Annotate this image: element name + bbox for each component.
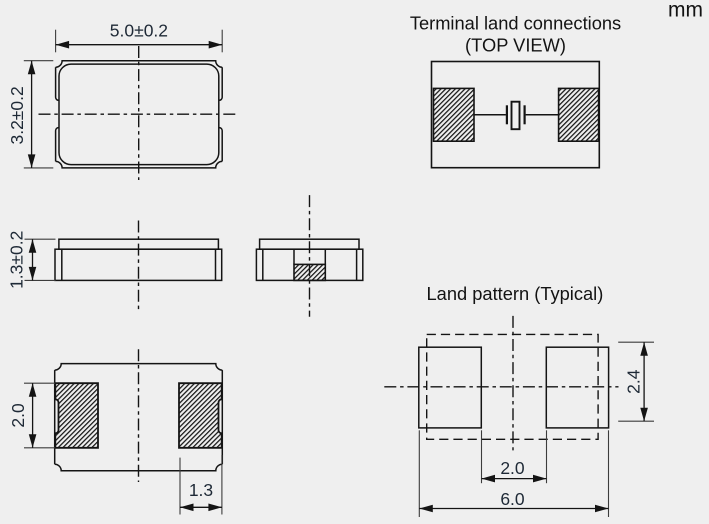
- svg-text:2.0: 2.0: [500, 458, 525, 478]
- svg-text:5.0±0.2: 5.0±0.2: [110, 21, 168, 41]
- svg-text:2.0: 2.0: [8, 403, 28, 428]
- svg-text:1.3: 1.3: [189, 480, 213, 500]
- svg-text:(TOP VIEW): (TOP VIEW): [465, 35, 566, 56]
- svg-text:mm: mm: [668, 0, 703, 22]
- svg-text:2.4: 2.4: [623, 369, 643, 394]
- svg-text:3.2±0.2: 3.2±0.2: [7, 86, 27, 144]
- svg-text:6.0: 6.0: [500, 489, 525, 509]
- svg-text:Terminal land connections: Terminal land connections: [410, 13, 621, 34]
- svg-text:1.3±0.2: 1.3±0.2: [7, 231, 27, 289]
- svg-text:Land pattern (Typical): Land pattern (Typical): [426, 283, 603, 304]
